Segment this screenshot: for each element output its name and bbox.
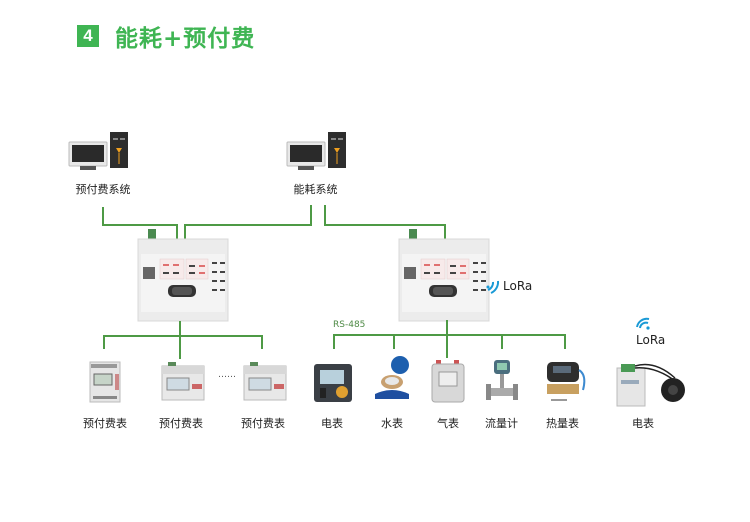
system-label-energy: 能耗系统 (293, 183, 338, 196)
system-energy (284, 130, 364, 175)
heat-meter-icon (547, 362, 586, 401)
wire (103, 335, 263, 337)
device-prepaid-meter-3 (240, 360, 290, 405)
wire (333, 334, 335, 349)
device-label: 流量计 (485, 417, 518, 430)
ellipsis: …… (218, 370, 236, 380)
wifi-signal-icon (636, 317, 650, 330)
wire (184, 224, 312, 226)
device-prepaid-meter-2 (158, 360, 208, 405)
prepaid-meter-icon (89, 361, 121, 403)
wire (103, 335, 105, 349)
device-power-meter (312, 362, 356, 404)
gateway-left (137, 229, 230, 322)
din-rail-gateway-icon (137, 229, 229, 322)
wire (446, 320, 448, 358)
device-label: 预付费表 (159, 417, 203, 430)
prepaid-meter-icon (161, 362, 205, 401)
wire (564, 334, 566, 349)
system-prepaid (66, 130, 146, 175)
din-rail-gateway-icon (398, 229, 490, 322)
wire (184, 224, 186, 241)
prepaid-meter-icon (243, 362, 287, 401)
power-meter-icon (314, 364, 352, 402)
gas-meter-icon (431, 360, 465, 403)
wire (179, 321, 181, 359)
wire (444, 224, 446, 242)
wire (102, 207, 104, 226)
wire (324, 205, 326, 226)
wire (310, 205, 312, 226)
device-label: 水表 (381, 417, 403, 430)
lora-label: LoRa (503, 279, 533, 293)
device-heat-meter (543, 360, 589, 406)
wire (261, 335, 263, 349)
system-label-prepaid: 预付费系统 (75, 183, 131, 196)
device-water-meter (372, 354, 416, 404)
water-meter-icon (375, 356, 409, 399)
device-flow-meter (484, 358, 520, 406)
flow-meter-icon (486, 360, 518, 400)
wire (333, 334, 566, 336)
section-number-badge: 4 (77, 25, 99, 47)
device-label: 热量表 (546, 417, 579, 430)
device-wireless-power-meter (615, 358, 690, 410)
wire (501, 334, 503, 349)
wire (393, 334, 395, 349)
lora-signal-icon (486, 280, 500, 294)
gateway-right (398, 229, 491, 322)
wireless-power-meter-icon (616, 363, 685, 407)
device-gas-meter (430, 360, 466, 404)
device-prepaid-meter-1 (85, 360, 125, 405)
bus-label: RS-485 (333, 320, 366, 330)
computer-icon (286, 132, 346, 170)
device-label: 气表 (437, 417, 459, 430)
device-label: 预付费表 (83, 417, 127, 430)
device-label: 电表 (632, 417, 654, 430)
wire (324, 224, 446, 226)
device-label: 电表 (321, 417, 343, 430)
device-label: 预付费表 (241, 417, 285, 430)
page-title: 能耗+预付费 (115, 26, 256, 52)
computer-icon (68, 132, 128, 170)
wire (102, 224, 178, 226)
wire (176, 224, 178, 241)
wireless-lora-label: LoRa (636, 333, 666, 347)
